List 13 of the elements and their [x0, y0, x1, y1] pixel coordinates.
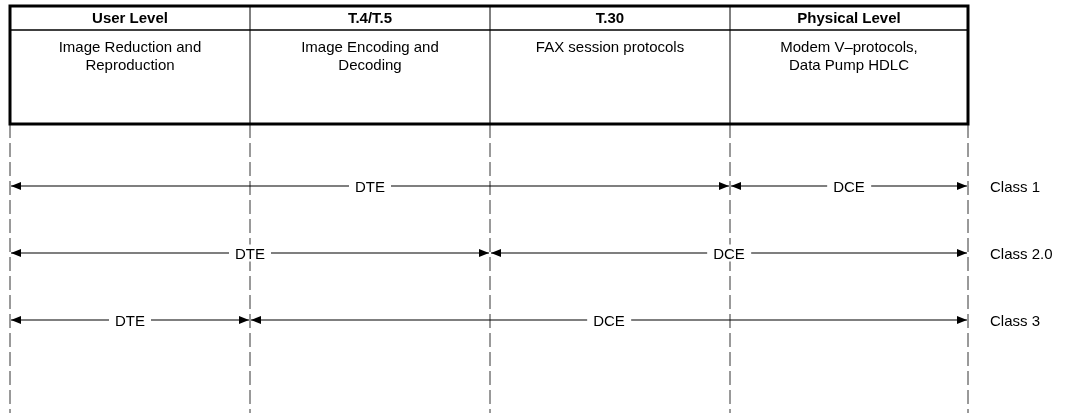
column-header: T.30: [594, 9, 626, 27]
span-label: DCE: [707, 244, 751, 262]
span-label: DTE: [229, 244, 271, 262]
class-label: Class 1: [990, 177, 1041, 195]
column-header: Physical Level: [796, 9, 902, 27]
column-header: User Level: [91, 9, 169, 27]
table-cell-text: FAX session protocols: [534, 38, 686, 56]
class-label: Class 3: [990, 311, 1041, 329]
table-cell-text: Modem V–protocols, Data Pump HDLC: [779, 38, 919, 74]
table-cell-text: Image Reduction and Reproduction: [57, 38, 203, 74]
class-label: Class 2.0: [990, 244, 1053, 262]
column-header: T.4/T.5: [346, 9, 394, 27]
table-cell-text: Image Encoding and Decoding: [300, 38, 440, 74]
